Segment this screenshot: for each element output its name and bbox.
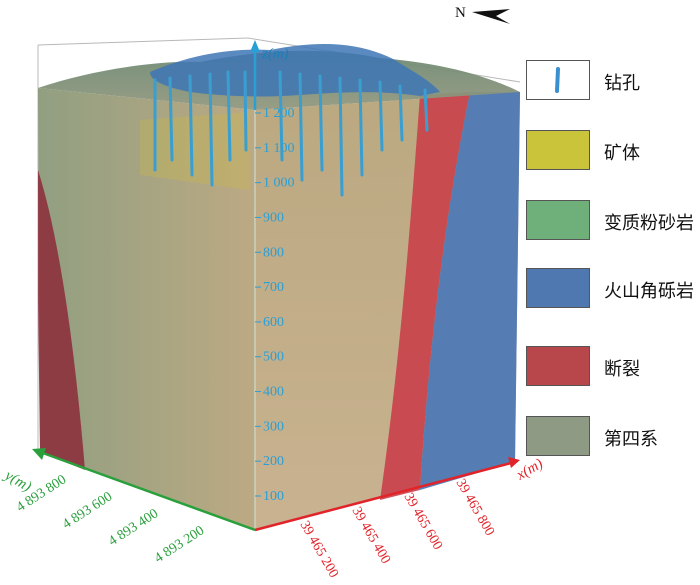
north-arrow-icon: N xyxy=(455,5,510,24)
legend-swatch xyxy=(526,200,590,240)
x-tick-label: 39 465 800 xyxy=(453,477,497,539)
x-tick-label: 39 465 400 xyxy=(349,505,393,567)
top-blue-relief xyxy=(150,44,440,97)
legend-item-siltstone: 变质粉砂岩 xyxy=(522,200,700,244)
x-tick-label: 39 465 600 xyxy=(401,491,445,553)
legend: 钻孔 矿体 变质粉砂岩 火山角砾岩 断裂 第四系 xyxy=(522,0,700,585)
borehole-icon xyxy=(555,67,560,93)
legend-item-volcanic-breccia: 火山角砾岩 xyxy=(522,268,700,312)
y-axis xyxy=(32,448,256,532)
legend-label: 断裂 xyxy=(604,359,640,380)
x-tick-label: 39 465 200 xyxy=(297,519,341,581)
legend-swatch xyxy=(526,130,590,170)
legend-label: 第四系 xyxy=(604,429,658,450)
z-tick-label: 500 xyxy=(263,350,284,365)
legend-item-quaternary: 第四系 xyxy=(522,416,700,460)
legend-item-fault: 断裂 xyxy=(522,346,700,390)
legend-swatch xyxy=(526,416,590,456)
z-tick-label: 100 xyxy=(263,489,284,504)
right-fault xyxy=(380,92,470,500)
z-tick-label: 600 xyxy=(263,315,284,330)
legend-label: 钻孔 xyxy=(604,73,640,94)
legend-label: 火山角砾岩 xyxy=(604,281,694,302)
z-tick-label: 200 xyxy=(263,454,284,469)
orebody xyxy=(140,112,250,190)
z-tick-label: 700 xyxy=(263,280,284,295)
left-face xyxy=(38,88,255,530)
boreholes xyxy=(153,70,429,197)
z-tick-label: 1 200 xyxy=(263,106,295,121)
z-axis xyxy=(250,40,260,110)
y-axis-title: y(m) xyxy=(0,467,34,496)
z-tick-label: 400 xyxy=(263,385,284,400)
y-tick-label: 4 893 200 xyxy=(152,523,207,566)
legend-label: 矿体 xyxy=(604,143,640,164)
z-tick-label: 800 xyxy=(263,245,284,260)
legend-label: 变质粉砂岩 xyxy=(604,213,694,234)
legend-item-orebody: 矿体 xyxy=(522,130,700,174)
legend-item-borehole: 钻孔 xyxy=(522,60,700,104)
right-volcanic xyxy=(420,92,520,490)
z-tick-label: 1 000 xyxy=(263,176,295,191)
left-fault xyxy=(38,170,85,470)
legend-swatch xyxy=(526,268,590,308)
y-tick-label: 4 893 400 xyxy=(106,506,161,549)
legend-swatch xyxy=(526,60,590,100)
z-tick-label: 1 100 xyxy=(263,141,295,156)
y-tick-label: 4 893 600 xyxy=(60,489,115,532)
legend-swatch xyxy=(526,346,590,386)
z-axis-title: z(m) xyxy=(261,46,289,62)
north-label: N xyxy=(455,5,466,21)
z-tick-label: 300 xyxy=(263,419,284,434)
z-tick-label: 900 xyxy=(263,210,284,225)
x-axis xyxy=(254,457,520,532)
z-tick-labels: 1 200 1 100 1 000 900 800 700 600 500 400 300 200 1… xyxy=(255,106,295,504)
